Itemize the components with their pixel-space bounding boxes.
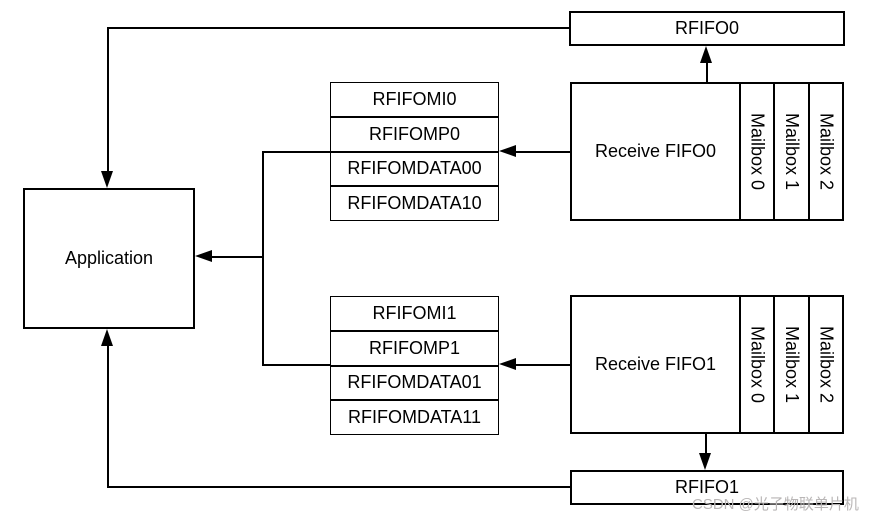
arrowhead-into-rfifo0-icon [700,46,712,63]
connector-rfifo0-to-app-vertical [107,27,109,174]
rfifo1-label: RFIFO1 [674,477,739,497]
receive-fifo0-box: Receive FIFO0 [570,82,741,221]
register-stack-1: RFIFOMI1 RFIFOMP1 RFIFOMDATA01 RFIFOMDAT… [330,296,499,435]
connector-stack0-to-junction [262,151,330,153]
rfifo0-box: RFIFO0 [569,11,845,46]
connector-rfifo1-to-app-horizontal [108,486,570,488]
arrowhead-into-application-bottom-icon [101,329,113,346]
register-row-label: RFIFOMP0 [368,123,460,144]
register-row-label: RFIFOMDATA11 [347,407,481,428]
mailbox0-label: Mailbox 0 [747,112,768,191]
connector-rfifo1-to-app-vertical [107,344,109,488]
register-row-rfifomdata01: RFIFOMDATA01 [330,365,499,401]
mailbox0-cell: Mailbox 0 [741,82,776,221]
rfifo1-box: RFIFO1 [570,470,844,505]
register-row-rfifomi0: RFIFOMI0 [330,82,499,117]
register-row-rfifomdata11: RFIFOMDATA11 [330,400,499,435]
mailbox2-label: Mailbox 2 [816,112,837,191]
arrowhead-into-stack0-icon [499,145,516,157]
connector-junction-vertical [262,151,264,366]
receive-fifo0-block: Receive FIFO0 Mailbox 0 Mailbox 1 Mailbo… [570,82,844,221]
csdn-watermark: CSDN @光子物联单片机 [692,496,859,513]
connector-junction-to-application [211,256,264,258]
register-row-rfifomdata10: RFIFOMDATA10 [330,186,499,221]
connector-rfifo0-to-app-horizontal [108,27,569,29]
register-row-label: RFIFOMI1 [372,302,457,323]
register-row-rfifomi1: RFIFOMI1 [330,296,499,331]
mailbox1-label: Mailbox 1 [781,325,802,404]
register-row-rfifomp1: RFIFOMP1 [330,330,499,366]
register-row-label: RFIFOMDATA00 [347,158,482,179]
connector-rx1-to-rfifo1 [705,434,707,458]
register-row-label: RFIFOMP1 [368,337,460,358]
application-label: Application [64,248,154,268]
connector-stack1-to-junction [262,364,330,366]
receive-fifo1-box: Receive FIFO1 [570,295,741,434]
register-row-label: RFIFOMDATA01 [347,372,482,393]
mailbox2-cell: Mailbox 2 [809,82,844,221]
mailbox1-cell: Mailbox 1 [775,82,810,221]
arrowhead-into-application-right-icon [195,250,212,262]
register-row-rfifomdata00: RFIFOMDATA00 [330,151,499,187]
mailbox1-label: Mailbox 1 [781,112,802,191]
mailbox2-cell: Mailbox 2 [809,295,844,434]
arrowhead-into-rfifo1-icon [699,453,711,470]
mailbox2-label: Mailbox 2 [816,325,837,404]
mailbox0-label: Mailbox 0 [747,325,768,404]
receive-fifo1-label: Receive FIFO1 [594,354,717,374]
arrowhead-into-application-top-icon [101,171,113,188]
register-stack-0: RFIFOMI0 RFIFOMP0 RFIFOMDATA00 RFIFOMDAT… [330,82,499,221]
receive-fifo1-block: Receive FIFO1 Mailbox 0 Mailbox 1 Mailbo… [570,295,844,434]
register-row-label: RFIFOMDATA10 [347,193,482,214]
connector-rx1-to-stack1 [514,364,570,366]
application-box: Application [23,188,195,329]
register-row-label: RFIFOMI0 [372,88,457,109]
register-row-rfifomp0: RFIFOMP0 [330,116,499,152]
arrowhead-into-stack1-icon [499,358,516,370]
connector-rx0-to-rfifo0 [706,58,708,82]
receive-fifo0-label: Receive FIFO0 [594,141,717,161]
connector-rx0-to-stack0 [514,151,570,153]
mailbox1-cell: Mailbox 1 [775,295,810,434]
rfifo0-label: RFIFO0 [674,18,739,38]
mailbox0-cell: Mailbox 0 [741,295,776,434]
